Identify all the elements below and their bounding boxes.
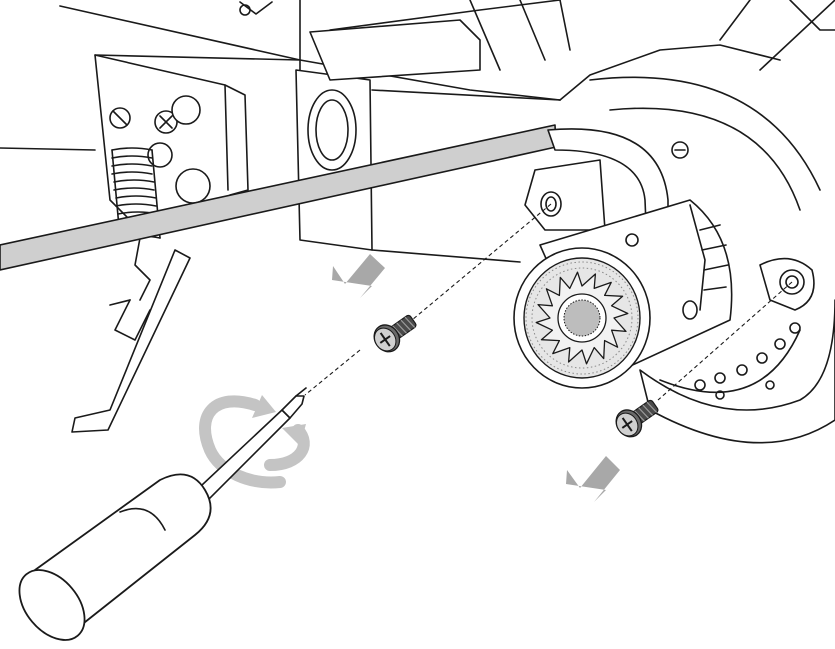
brake-cable-icon — [0, 124, 557, 271]
screw-icon — [615, 399, 659, 438]
kickstand-icon — [71, 54, 249, 433]
motor-hub-icon — [513, 128, 733, 389]
bike-frame-icon — [0, 0, 835, 263]
alignment-line — [304, 349, 361, 396]
brake-disc-icon — [589, 76, 835, 444]
screw-icon — [373, 314, 417, 353]
phillips-screwdriver-icon — [18, 387, 307, 641]
counterclockwise-rotation-icon — [199, 395, 310, 489]
alignment-line — [657, 281, 793, 401]
removal-direction-arrow-icon — [332, 254, 385, 298]
removal-direction-arrow-icon — [566, 456, 620, 502]
alignment-line — [411, 203, 552, 321]
